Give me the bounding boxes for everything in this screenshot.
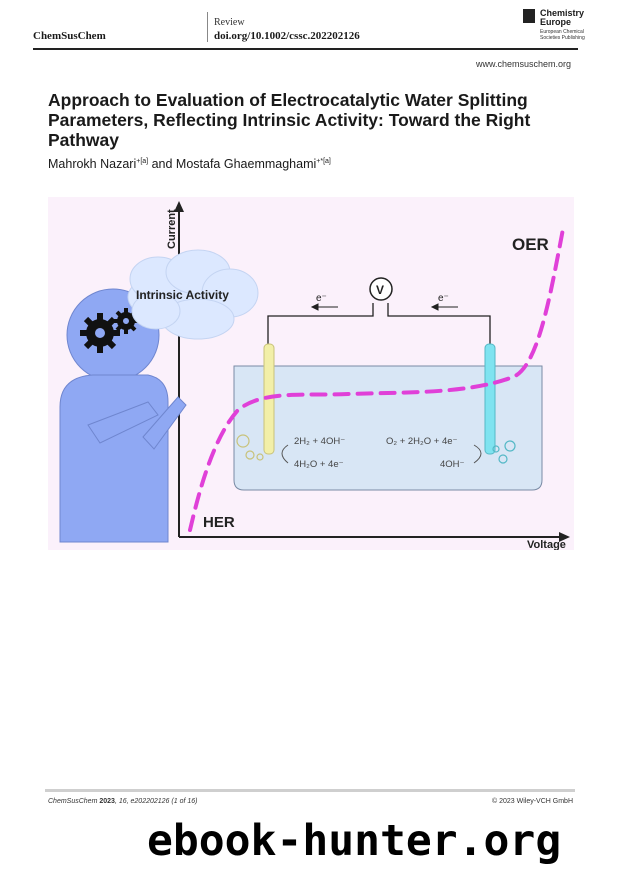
journal-name: ChemSusChem xyxy=(33,30,106,42)
thought-cloud xyxy=(127,249,259,340)
footer-citation: ChemSusChem 2023, 16, e202202126 (1 of 1… xyxy=(48,798,197,805)
author-2[interactable]: Mostafa Ghaemmaghami xyxy=(175,157,317,171)
graphical-abstract: Current Voltage Intri xyxy=(59,201,570,550)
citation-journal: ChemSusChem xyxy=(48,798,98,805)
y-axis-label: Current xyxy=(166,209,178,249)
voltmeter-icon xyxy=(369,277,393,301)
article-title: Approach to Evaluation of Electrocatalyt… xyxy=(48,90,531,150)
footer-rule xyxy=(45,789,575,792)
header-separator xyxy=(207,12,208,42)
publisher-name: Chemistry Europe xyxy=(540,9,584,27)
cathode-equation-top: 2H₂ + 4OH⁻ xyxy=(294,436,345,447)
external-circuit xyxy=(267,303,491,347)
anode-equation-top: O₂ + 2H₂O + 4e⁻ xyxy=(386,436,458,447)
electron-label-right: e⁻ xyxy=(438,293,449,304)
publisher-sub-line2: Societies Publishing xyxy=(540,35,585,41)
author-1-marks: +[a] xyxy=(136,157,149,165)
footer-copyright: © 2023 Wiley-VCH GmbH xyxy=(491,798,573,805)
article-type: Review xyxy=(214,17,245,28)
author-list: Mahrokh Nazari+[a] and Mostafa Ghaemmagh… xyxy=(48,157,331,171)
x-axis-label: Voltage xyxy=(527,539,566,550)
author-1[interactable]: Mahrokh Nazari xyxy=(48,157,137,171)
electron-arrows xyxy=(310,303,458,311)
oxygen-bubbles xyxy=(492,440,516,464)
gears-icon xyxy=(80,308,139,353)
electron-label-left: e⁻ xyxy=(316,293,327,304)
anode-electrode xyxy=(484,343,496,455)
chemistry-europe-logo-icon xyxy=(523,9,535,23)
oer-label: OER xyxy=(512,235,549,254)
publisher-name-line1: Chemistry xyxy=(540,8,585,18)
electrolyte-beaker xyxy=(233,365,543,491)
publisher-subtitle: European Chemical Societies Publishing xyxy=(540,29,585,41)
author-conjunction: and xyxy=(148,157,176,171)
citation-year: 2023 xyxy=(99,798,115,805)
cathode-equation-bottom: 4H₂O + 4e⁻ xyxy=(294,459,344,470)
doi-link[interactable]: doi.org/10.1002/cssc.202202126 xyxy=(214,30,360,42)
author-2-marks: +*[a] xyxy=(316,157,331,165)
polarization-curve xyxy=(188,227,565,532)
publisher-name-line2: Europe xyxy=(540,17,572,27)
watermark-text: ebook-hunter.org xyxy=(147,816,562,866)
website-link[interactable]: www.chemsuschem.org xyxy=(475,59,571,69)
voltmeter-label: V xyxy=(376,283,384,297)
hydrogen-bubbles xyxy=(236,434,264,461)
citation-rest: , 16, e202202126 (1 of 16) xyxy=(114,798,198,805)
her-label: HER xyxy=(203,514,235,531)
anode-equation-bottom: 4OH⁻ xyxy=(440,459,465,470)
thought-cloud-text: Intrinsic Activity xyxy=(136,288,229,302)
header-rule xyxy=(33,48,578,50)
publisher-sub-line1: European Chemical xyxy=(540,29,584,35)
reaction-arrows xyxy=(281,444,482,464)
